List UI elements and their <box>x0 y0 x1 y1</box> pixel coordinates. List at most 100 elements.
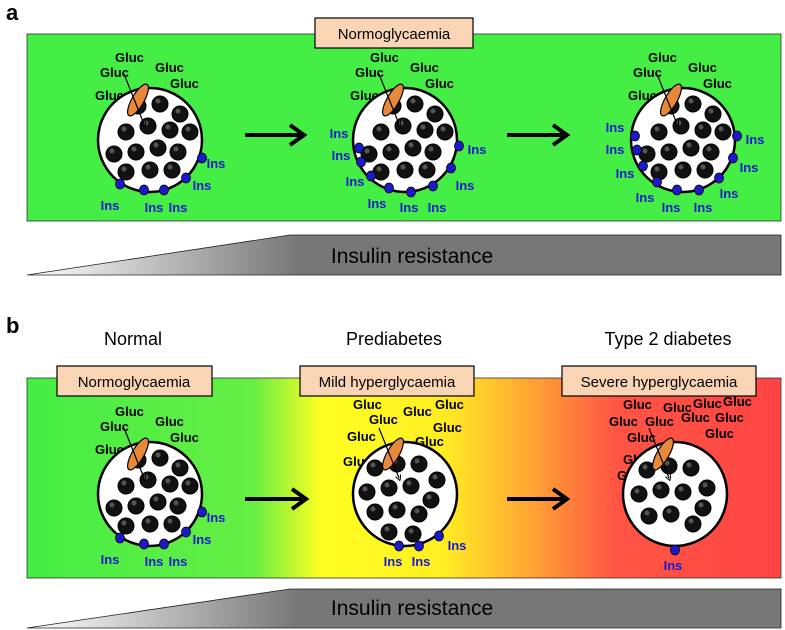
gluc-label: Gluc <box>155 414 184 429</box>
gluc-label: Gluc <box>155 60 184 75</box>
insulin-resistance-wedge-a <box>26 234 782 276</box>
beta-granule <box>436 123 454 141</box>
granule-highlight <box>143 120 149 126</box>
beta-granule <box>163 515 181 533</box>
beta-granule <box>652 481 670 499</box>
beta-granule <box>149 139 167 157</box>
ins-label: Ins <box>400 200 419 215</box>
granule-highlight <box>708 108 714 114</box>
gluc-label: Gluc <box>681 410 710 425</box>
granule-highlight <box>440 126 446 132</box>
beta-granule <box>404 525 422 543</box>
beta-granule <box>422 491 440 509</box>
gluc-label: Gluc <box>425 76 454 91</box>
insulin-granule <box>139 184 149 196</box>
gluc-label: Gluc <box>433 420 462 435</box>
granule-highlight <box>422 164 428 170</box>
beta-granule <box>181 477 199 495</box>
state-label-mild: Mild hyperglycaemia <box>319 374 456 391</box>
gluc-label: Gluc <box>370 50 399 65</box>
panel-a-state-label: Normoglycaemia <box>338 26 451 43</box>
granule-highlight <box>131 500 137 506</box>
beta-granule <box>163 161 181 179</box>
granule-highlight <box>153 142 159 148</box>
insulin-granule <box>115 178 125 190</box>
ins-label: Ins <box>720 186 739 201</box>
insulin-granule <box>454 140 464 152</box>
insulin-granule <box>732 130 742 142</box>
beta-granule <box>704 105 722 123</box>
gluc-label: Gluc <box>115 50 144 65</box>
beta-granule <box>416 121 434 139</box>
gluc-label: Gluc <box>609 414 638 429</box>
beta-granule <box>372 123 390 141</box>
granule-highlight <box>364 148 370 154</box>
granule-highlight <box>688 98 694 104</box>
granule-highlight <box>370 462 376 468</box>
insulin-resistance-label-b: Insulin resistance <box>331 597 493 620</box>
beta-granule <box>117 163 135 181</box>
ins-label: Ins <box>145 200 164 215</box>
insulin-granule <box>354 142 364 154</box>
granule-highlight <box>428 146 434 152</box>
glucagon-arrow <box>378 73 399 124</box>
insulin-granule <box>630 130 640 142</box>
beta-granule <box>181 123 199 141</box>
insulin-granule <box>394 540 404 552</box>
beta-granule <box>380 479 398 497</box>
insulin-granule <box>728 152 738 164</box>
gluc-label: Gluc <box>170 430 199 445</box>
gluc-label: Gluc <box>623 397 652 412</box>
insulin-resistance-wedge-b <box>26 588 782 629</box>
beta-granule <box>682 139 700 157</box>
granule-highlight <box>686 142 692 148</box>
granule-highlight <box>642 148 648 154</box>
granule-highlight <box>145 164 151 170</box>
beta-granule <box>366 503 384 521</box>
beta-granule <box>684 95 702 113</box>
beta-granule <box>380 523 398 541</box>
beta-granule <box>428 471 446 489</box>
granule-highlight <box>121 166 127 172</box>
stage-title-prediabetes: Prediabetes <box>346 329 442 349</box>
granule-highlight <box>702 482 708 488</box>
arrow-a-1 <box>245 123 308 147</box>
ins-label: Ins <box>207 510 226 525</box>
gluc-label: Gluc <box>355 65 384 80</box>
beta-granule <box>682 459 700 477</box>
granule-highlight <box>155 452 161 458</box>
granule-highlight <box>370 506 376 512</box>
granule-highlight <box>376 126 382 132</box>
arrow-b-2 <box>507 487 571 511</box>
insulin-granule <box>159 184 169 196</box>
ins-label: Ins <box>428 200 447 215</box>
beta-granule <box>149 493 167 511</box>
ins-label: Ins <box>746 132 765 147</box>
granule-highlight <box>109 148 115 154</box>
granule-highlight <box>175 462 181 468</box>
granule-highlight <box>700 164 706 170</box>
ins-label: Ins <box>193 532 212 547</box>
insulin-granule <box>434 530 444 542</box>
panel-b-letter: b <box>6 313 19 338</box>
insulin-granule <box>181 172 191 184</box>
insulin-granule <box>714 172 724 184</box>
insulin-granule <box>632 144 642 156</box>
gluc-label: Gluc <box>705 426 734 441</box>
beta-granule <box>406 95 424 113</box>
beta-granule <box>410 455 428 473</box>
granule-highlight <box>173 146 179 152</box>
ins-label: Ins <box>346 174 365 189</box>
granule-highlight <box>173 500 179 506</box>
granule-highlight <box>408 528 414 534</box>
beta-granule <box>702 143 720 161</box>
granule-highlight <box>384 482 390 488</box>
insulin-granule <box>181 526 191 538</box>
granule-highlight <box>414 508 420 514</box>
beta-granule <box>698 479 716 497</box>
